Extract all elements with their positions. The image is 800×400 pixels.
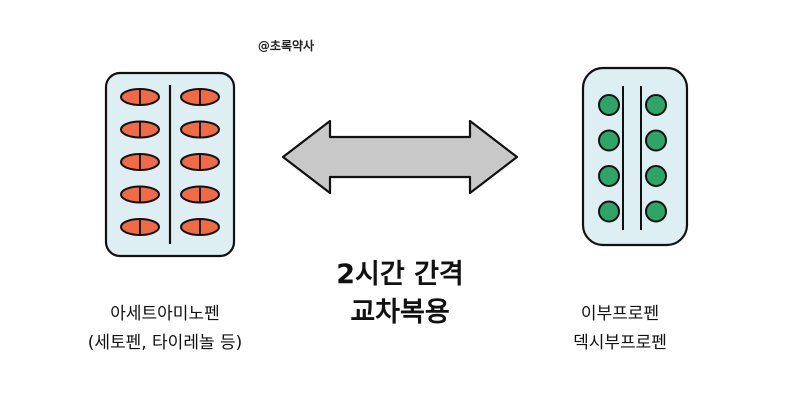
acetaminophen-name: 아세트아미노펜 [110, 304, 220, 324]
orange-oval-tablet-icon [180, 218, 220, 236]
green-round-tablet-icon [645, 165, 667, 187]
green-round-tablet-icon [645, 200, 667, 223]
green-round-tablet-icon [645, 94, 667, 116]
orange-oval-tablet-icon [180, 88, 220, 106]
ibuprofen-blister-pack [581, 66, 689, 247]
acetaminophen-blister-pack [104, 71, 236, 258]
orange-oval-tablet-icon [120, 120, 160, 139]
right-pack-body [581, 66, 689, 247]
ibuprofen-name: 이부프로펜 [580, 304, 660, 324]
caption-line-interval: 2시간 간격 [336, 259, 464, 290]
orange-oval-tablet-icon [120, 218, 160, 236]
orange-oval-tablet-icon [180, 153, 220, 171]
caption-line-alternate: 교차복용 [350, 297, 450, 328]
orange-oval-tablet-icon [120, 88, 160, 106]
orange-oval-tablet-icon [180, 120, 220, 139]
green-round-tablet-icon [645, 129, 667, 152]
acetaminophen-label: 아세트아미노펜 (세토펜, 타이레놀 등) [40, 300, 290, 358]
green-round-tablet-icon [598, 200, 620, 223]
author-credit: @초록약사 [257, 39, 315, 53]
dexibuprofen-name: 덱시부프로펜 [573, 333, 667, 353]
orange-oval-tablet-icon [180, 185, 220, 204]
orange-oval-tablet-icon [120, 153, 160, 171]
alternating-dose-caption: 2시간 간격 교차복용 [286, 256, 514, 332]
orange-oval-tablet-icon [120, 185, 160, 204]
acetaminophen-examples: (세토펜, 타이레놀 등) [87, 333, 243, 353]
green-round-tablet-icon [598, 129, 620, 152]
double-headed-arrow-icon [281, 119, 519, 195]
ibuprofen-label: 이부프로펜 덱시부프로펜 [535, 300, 705, 358]
green-round-tablet-icon [598, 165, 620, 187]
green-round-tablet-icon [598, 94, 620, 116]
